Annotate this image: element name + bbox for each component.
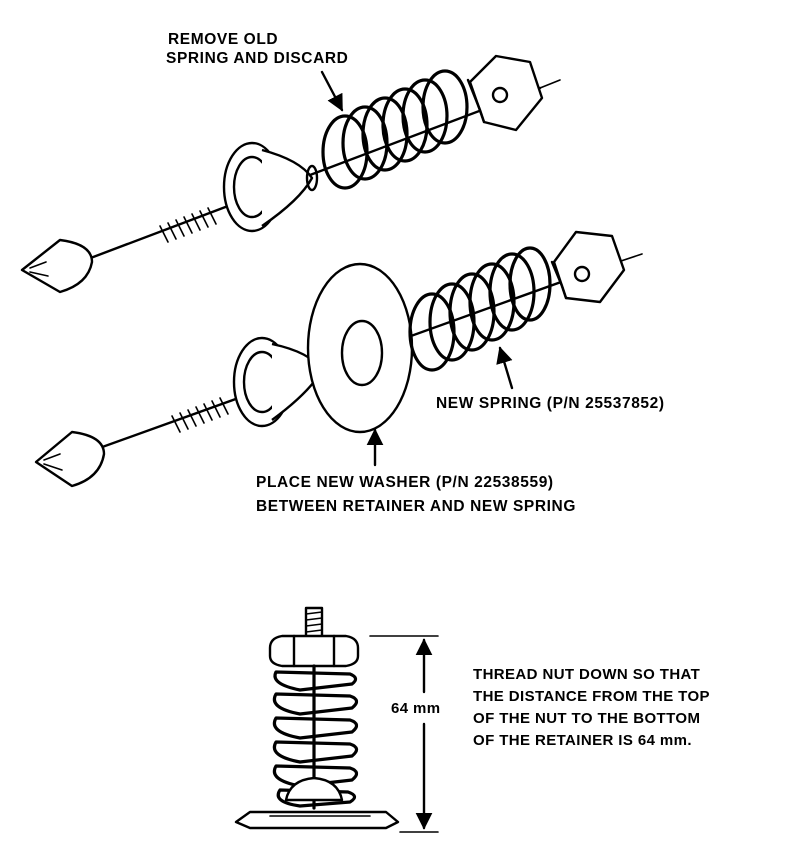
bottom-rod-tip xyxy=(34,430,106,488)
assembled-detail xyxy=(234,606,439,833)
remove-old-label-line2: SPRING AND DISCARD xyxy=(166,50,348,67)
remove-old-arrow xyxy=(320,70,344,112)
top-rod-threads xyxy=(159,207,217,243)
bottom-rod-threads xyxy=(171,397,229,433)
dimension-label: 64 mm xyxy=(391,700,441,717)
washer-label-line1: PLACE NEW WASHER (P/N 22538559) xyxy=(256,474,554,491)
new-spring-assembly xyxy=(34,230,643,488)
assembled-spring xyxy=(272,670,359,808)
instruction-line1: THREAD NUT DOWN SO THAT xyxy=(473,666,700,683)
new-spring-arrow xyxy=(496,346,514,390)
assembled-retainer xyxy=(284,776,344,802)
instruction-line3: OF THE NUT TO THE BOTTOM xyxy=(473,710,700,727)
remove-old-label-line1: REMOVE OLD xyxy=(168,31,278,48)
new-spring xyxy=(408,246,552,372)
bottom-hex-nut xyxy=(550,230,626,304)
assembled-washer xyxy=(234,810,400,830)
new-spring-label: NEW SPRING (P/N 25537852) xyxy=(436,395,665,412)
new-washer xyxy=(306,262,414,434)
washer-label-line2: BETWEEN RETAINER AND NEW SPRING xyxy=(256,498,576,515)
old-spring xyxy=(321,69,469,190)
old-spring-assembly xyxy=(20,54,561,294)
assembled-nut xyxy=(268,634,360,668)
top-retainer xyxy=(222,141,319,233)
top-rod-tip xyxy=(20,238,94,294)
instruction-line4: OF THE RETAINER IS 64 mm. xyxy=(473,732,692,749)
top-hex-nut xyxy=(466,54,544,132)
instruction-line2: THE DISTANCE FROM THE TOP xyxy=(473,688,710,705)
